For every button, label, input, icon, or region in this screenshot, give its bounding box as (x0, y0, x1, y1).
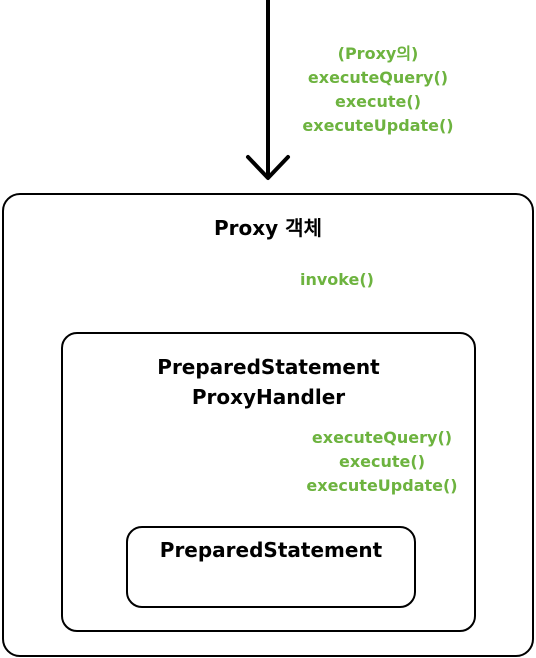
proxy-handler-title: PreparedStatement ProxyHandler (61, 352, 476, 412)
middle-label-line: executeQuery() (311, 428, 453, 447)
proxy-object-title: Proxy 객체 (214, 216, 322, 240)
top-label-line: executeQuery() (307, 68, 449, 87)
prepared-statement-box (126, 526, 416, 608)
invoke-label: invoke() (300, 270, 374, 289)
middle-label-line: executeUpdate() (306, 476, 458, 495)
top-method-label: (Proxy의) executeQuery() execute() execut… (288, 42, 468, 138)
prepared-statement-title: PreparedStatement (159, 538, 383, 562)
top-label-line: executeUpdate() (302, 116, 454, 135)
proxy-handler-title-line: ProxyHandler (191, 385, 346, 409)
middle-method-label: executeQuery() execute() executeUpdate() (292, 426, 472, 498)
top-arrow (246, 0, 290, 180)
top-label-line: execute() (334, 92, 422, 111)
top-label-line: (Proxy의) (337, 44, 419, 63)
middle-label-line: execute() (338, 452, 426, 471)
proxy-handler-title-line: PreparedStatement (157, 355, 380, 379)
